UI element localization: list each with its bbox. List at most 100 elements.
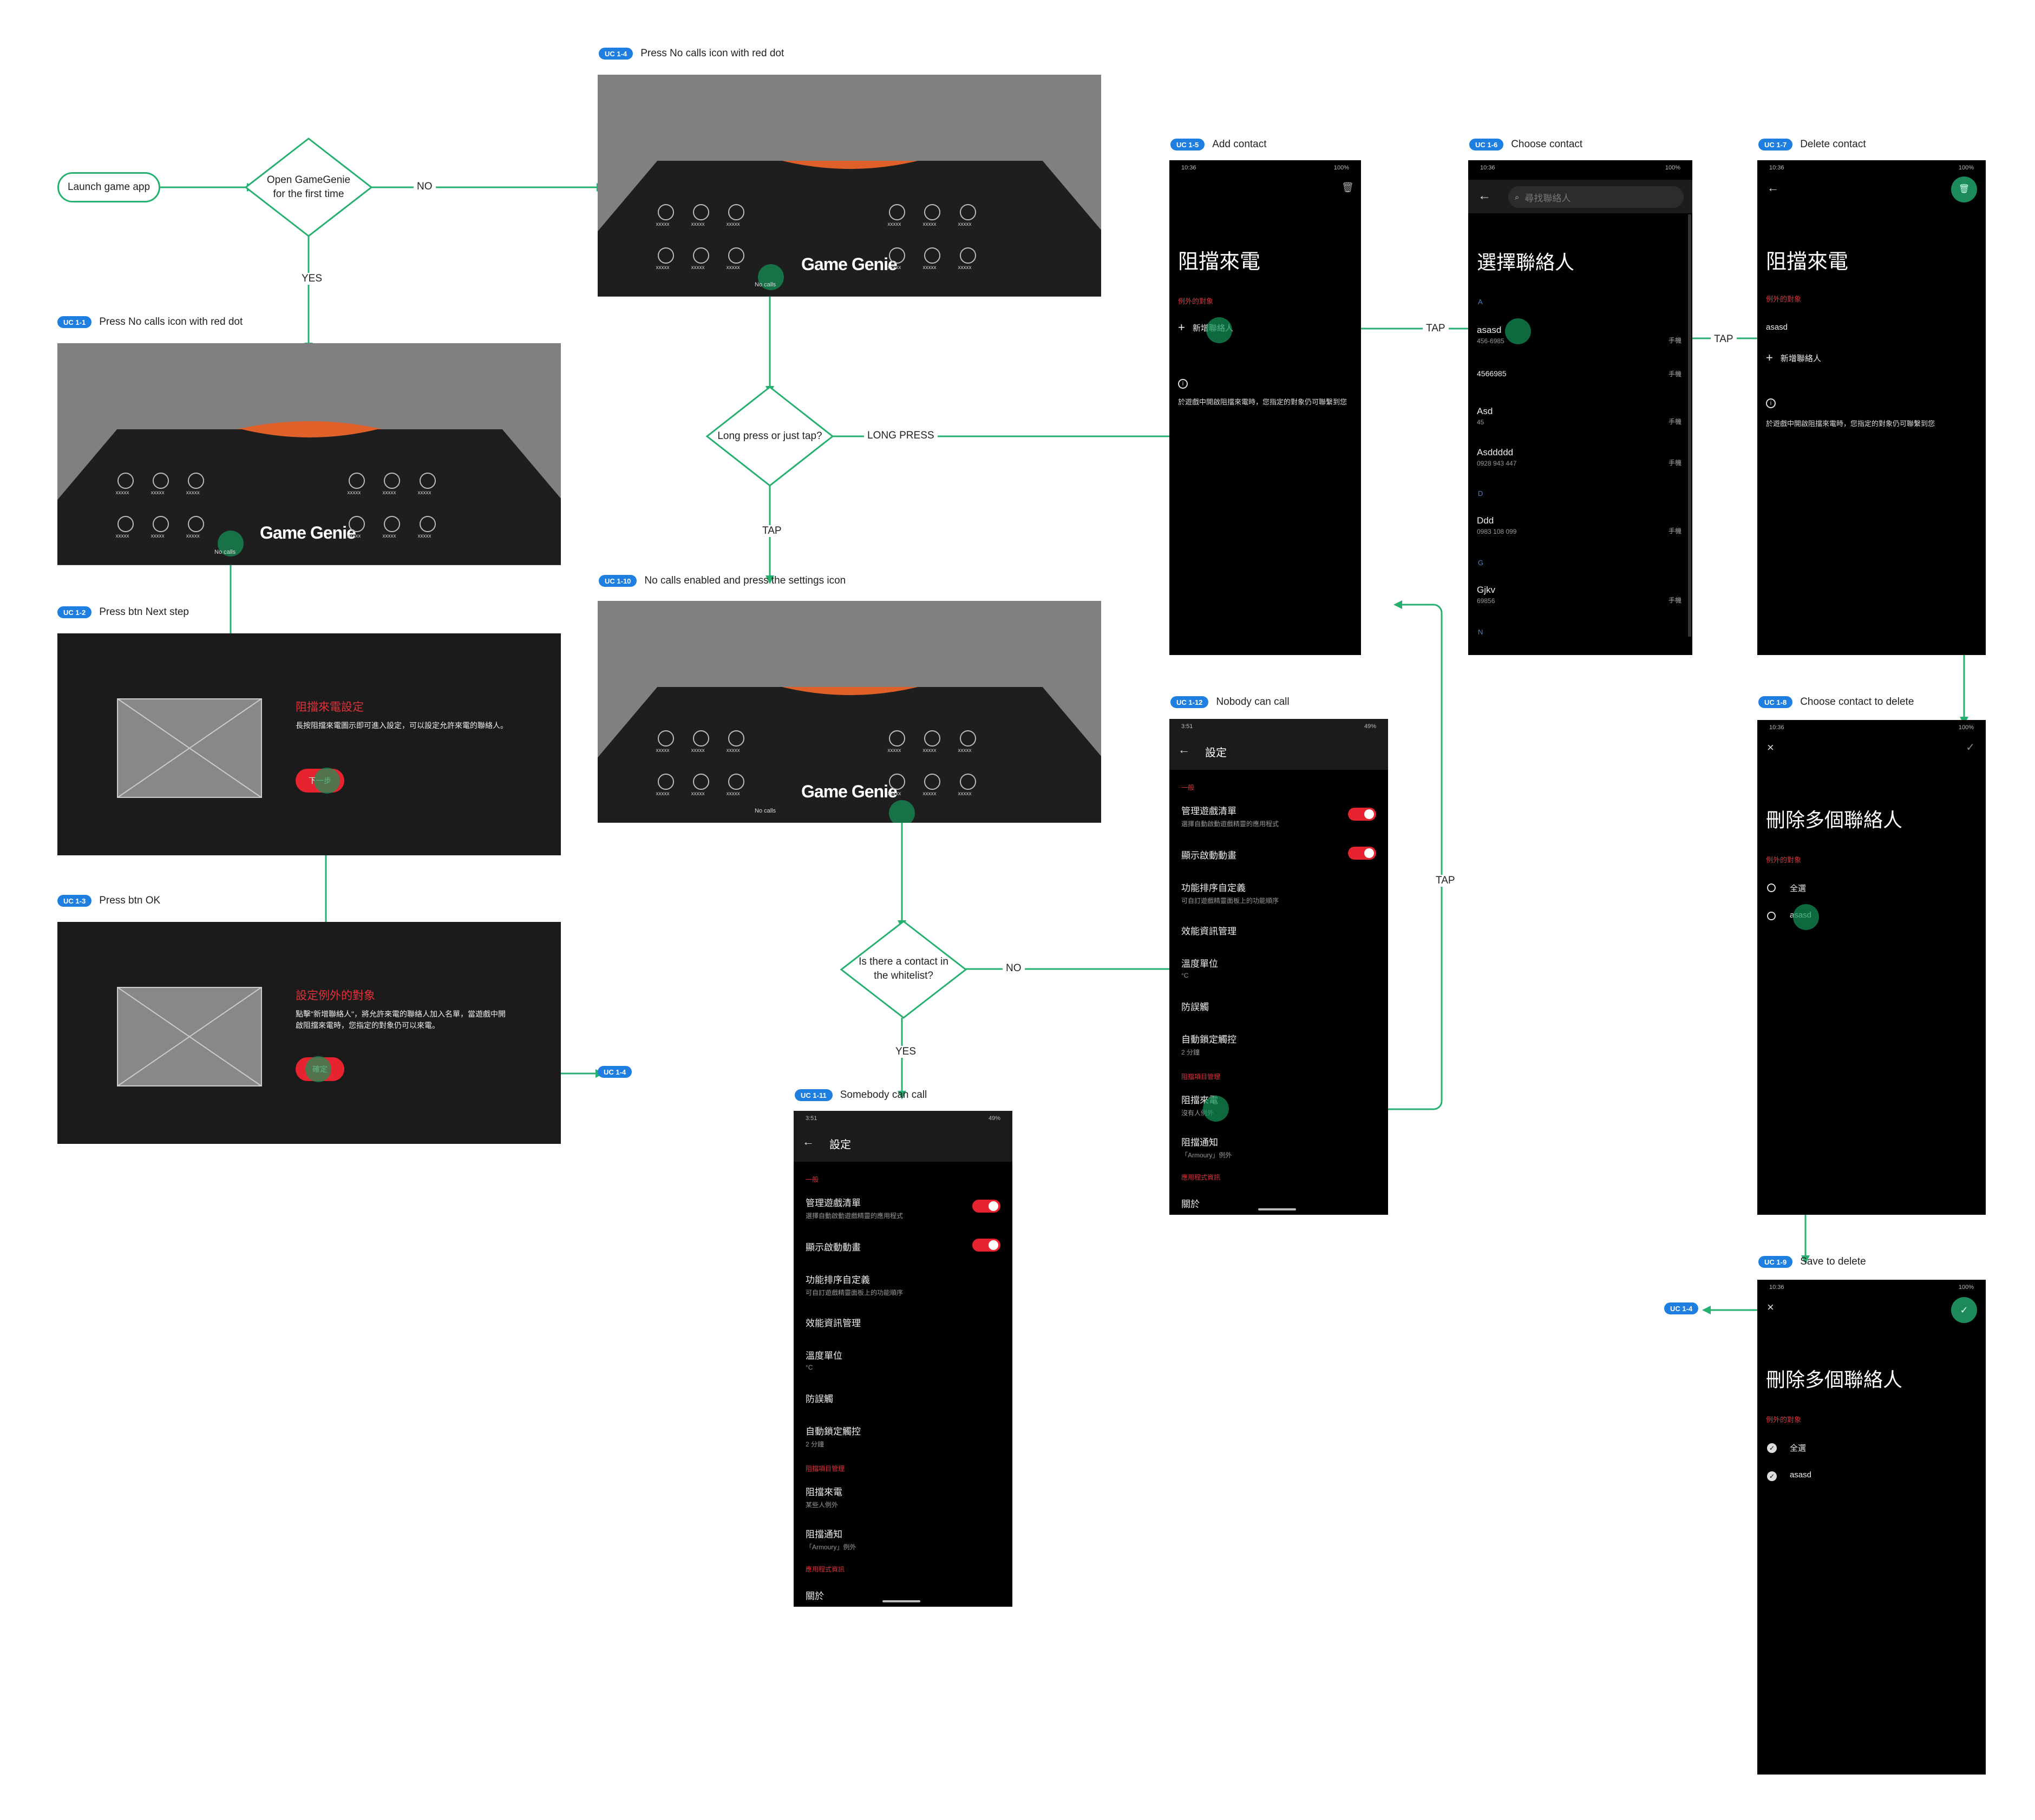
- toggle-anim[interactable]: [1348, 847, 1376, 860]
- genie-slot-button[interactable]: [349, 516, 365, 533]
- genie-slot-button[interactable]: [117, 516, 134, 533]
- genie-slot-button[interactable]: [959, 204, 976, 221]
- genie-slot-button[interactable]: [419, 473, 436, 489]
- setting-about[interactable]: 關於: [1181, 1196, 1376, 1210]
- genie-slot-button[interactable]: [117, 473, 134, 489]
- setting-notif[interactable]: 阻擋通知「Armoury」例外: [1181, 1135, 1376, 1160]
- back-arrow-icon[interactable]: ←: [1178, 743, 1190, 756]
- setting-mistouch[interactable]: 防誤觸: [1181, 999, 1376, 1013]
- setting-perf[interactable]: 效能資訊管理: [806, 1315, 1000, 1329]
- setting-about[interactable]: 關於: [806, 1588, 1000, 1602]
- setting-sub: °C: [1181, 972, 1189, 979]
- genie-slot-button[interactable]: [728, 247, 744, 264]
- setting-sort[interactable]: 功能排序自定義可自訂遊戲精靈面板上的功能順序: [1181, 880, 1376, 905]
- setting-notif[interactable]: 阻擋通知「Armoury」例外: [806, 1527, 1000, 1551]
- toggle-anim[interactable]: [972, 1239, 1000, 1252]
- genie-slot-button[interactable]: [692, 247, 709, 264]
- genie-slot-button[interactable]: [959, 730, 976, 747]
- select-all-radio[interactable]: [1767, 883, 1776, 892]
- genie-slot-button[interactable]: [657, 247, 674, 264]
- contact-item[interactable]: asasd: [1766, 323, 1788, 332]
- genie-slot-button[interactable]: [152, 473, 169, 489]
- trash-icon[interactable]: 🗑: [1951, 176, 1977, 202]
- genie-slot-label: xxxxx: [922, 748, 937, 754]
- genie-slot-label: xxxxx: [115, 490, 129, 496]
- scrollbar[interactable]: [1688, 214, 1691, 637]
- page-title: 刪除多個聯絡人: [1766, 809, 1903, 831]
- setting-sort[interactable]: 功能排序自定義可自訂遊戲精靈面板上的功能順序: [806, 1272, 1000, 1297]
- genie-slot-button[interactable]: [924, 774, 941, 790]
- genie-slot-button[interactable]: [187, 516, 204, 533]
- add-contact-label: 新增聯絡人: [1780, 353, 1821, 363]
- status-battery: 100%: [1958, 1284, 1974, 1291]
- contact-radio[interactable]: [1767, 912, 1776, 920]
- genie-slot-button[interactable]: [889, 730, 906, 747]
- genie-slot-button[interactable]: [692, 774, 709, 790]
- toggle-manage[interactable]: [1348, 808, 1376, 821]
- setting-temp[interactable]: 溫度單位°C: [1181, 956, 1376, 979]
- genie-slot-label: xxxxx: [958, 791, 972, 797]
- setting-calls[interactable]: 阻擋來電某些人例外: [806, 1484, 1000, 1509]
- uc16-title: Choose contact: [1511, 139, 1583, 150]
- setting-anim[interactable]: 顯示啟動動畫: [806, 1240, 1000, 1253]
- genie-slot-button[interactable]: [349, 473, 365, 489]
- genie-slot-button[interactable]: [657, 774, 674, 790]
- genie-slot-button[interactable]: [728, 774, 744, 790]
- genie-slot-button[interactable]: [889, 774, 906, 790]
- genie-slot-button[interactable]: [959, 774, 976, 790]
- genie-slot-button[interactable]: [419, 516, 436, 533]
- check-icon[interactable]: ✓: [1966, 742, 1975, 754]
- genie-slot-button[interactable]: [889, 247, 906, 264]
- genie-slot-button[interactable]: [384, 473, 401, 489]
- setting-label: 阻擋通知: [1181, 1137, 1218, 1148]
- genie-slot-button[interactable]: [657, 730, 674, 747]
- genie-slot-button[interactable]: [959, 247, 976, 264]
- setting-mistouch[interactable]: 防誤觸: [806, 1391, 1000, 1405]
- uc13-badge: UC 1-3: [57, 895, 92, 907]
- trash-icon[interactable]: 🗑: [1342, 182, 1354, 193]
- select-all-checked[interactable]: ✓: [1767, 1443, 1777, 1453]
- close-icon[interactable]: ×: [1767, 741, 1774, 754]
- genie-slot-button[interactable]: [728, 204, 744, 221]
- setting-manage[interactable]: 管理遊戲清單選擇自動啟動遊戲精靈的應用程式: [1181, 803, 1376, 828]
- search-input[interactable]: ⌕ 尋找聯絡人: [1508, 186, 1684, 208]
- back-arrow-icon[interactable]: ←: [802, 1135, 814, 1148]
- uc112-badge: UC 1-12: [1170, 696, 1209, 708]
- check-icon[interactable]: ✓: [1951, 1297, 1977, 1323]
- add-contact-row[interactable]: + 新增聯絡人: [1766, 351, 1821, 365]
- ref-badge-b: UC 1-4: [1664, 1302, 1699, 1314]
- genie-slot-button[interactable]: [187, 473, 204, 489]
- uc18-title: Choose contact to delete: [1800, 696, 1914, 708]
- back-arrow-icon[interactable]: ←: [1767, 181, 1779, 194]
- setting-perf[interactable]: 效能資訊管理: [1181, 924, 1376, 937]
- back-arrow-icon[interactable]: ←: [1478, 188, 1491, 203]
- genie-slot-button[interactable]: [657, 204, 674, 221]
- uc112-title: Nobody can call: [1216, 696, 1290, 708]
- genie-slot-button[interactable]: [924, 730, 941, 747]
- genie-slot-button[interactable]: [692, 204, 709, 221]
- setting-temp[interactable]: 溫度單位°C: [806, 1348, 1000, 1371]
- genie-slot-button[interactable]: [384, 516, 401, 533]
- contact-checked[interactable]: ✓: [1767, 1471, 1777, 1481]
- genie-slot-button[interactable]: [728, 730, 744, 747]
- close-icon[interactable]: ×: [1767, 1300, 1774, 1314]
- genie-slot-button[interactable]: [152, 516, 169, 533]
- genie-slot-button[interactable]: [924, 204, 941, 221]
- genie-slot-button[interactable]: [889, 204, 906, 221]
- toggle-manage[interactable]: [972, 1200, 1000, 1213]
- genie-slot-button[interactable]: [692, 730, 709, 747]
- setting-anim[interactable]: 顯示啟動動畫: [1181, 848, 1376, 861]
- genie-slot-button[interactable]: [924, 247, 941, 264]
- setting-manage[interactable]: 管理遊戲清單選擇自動啟動遊戲精靈的應用程式: [806, 1195, 1000, 1220]
